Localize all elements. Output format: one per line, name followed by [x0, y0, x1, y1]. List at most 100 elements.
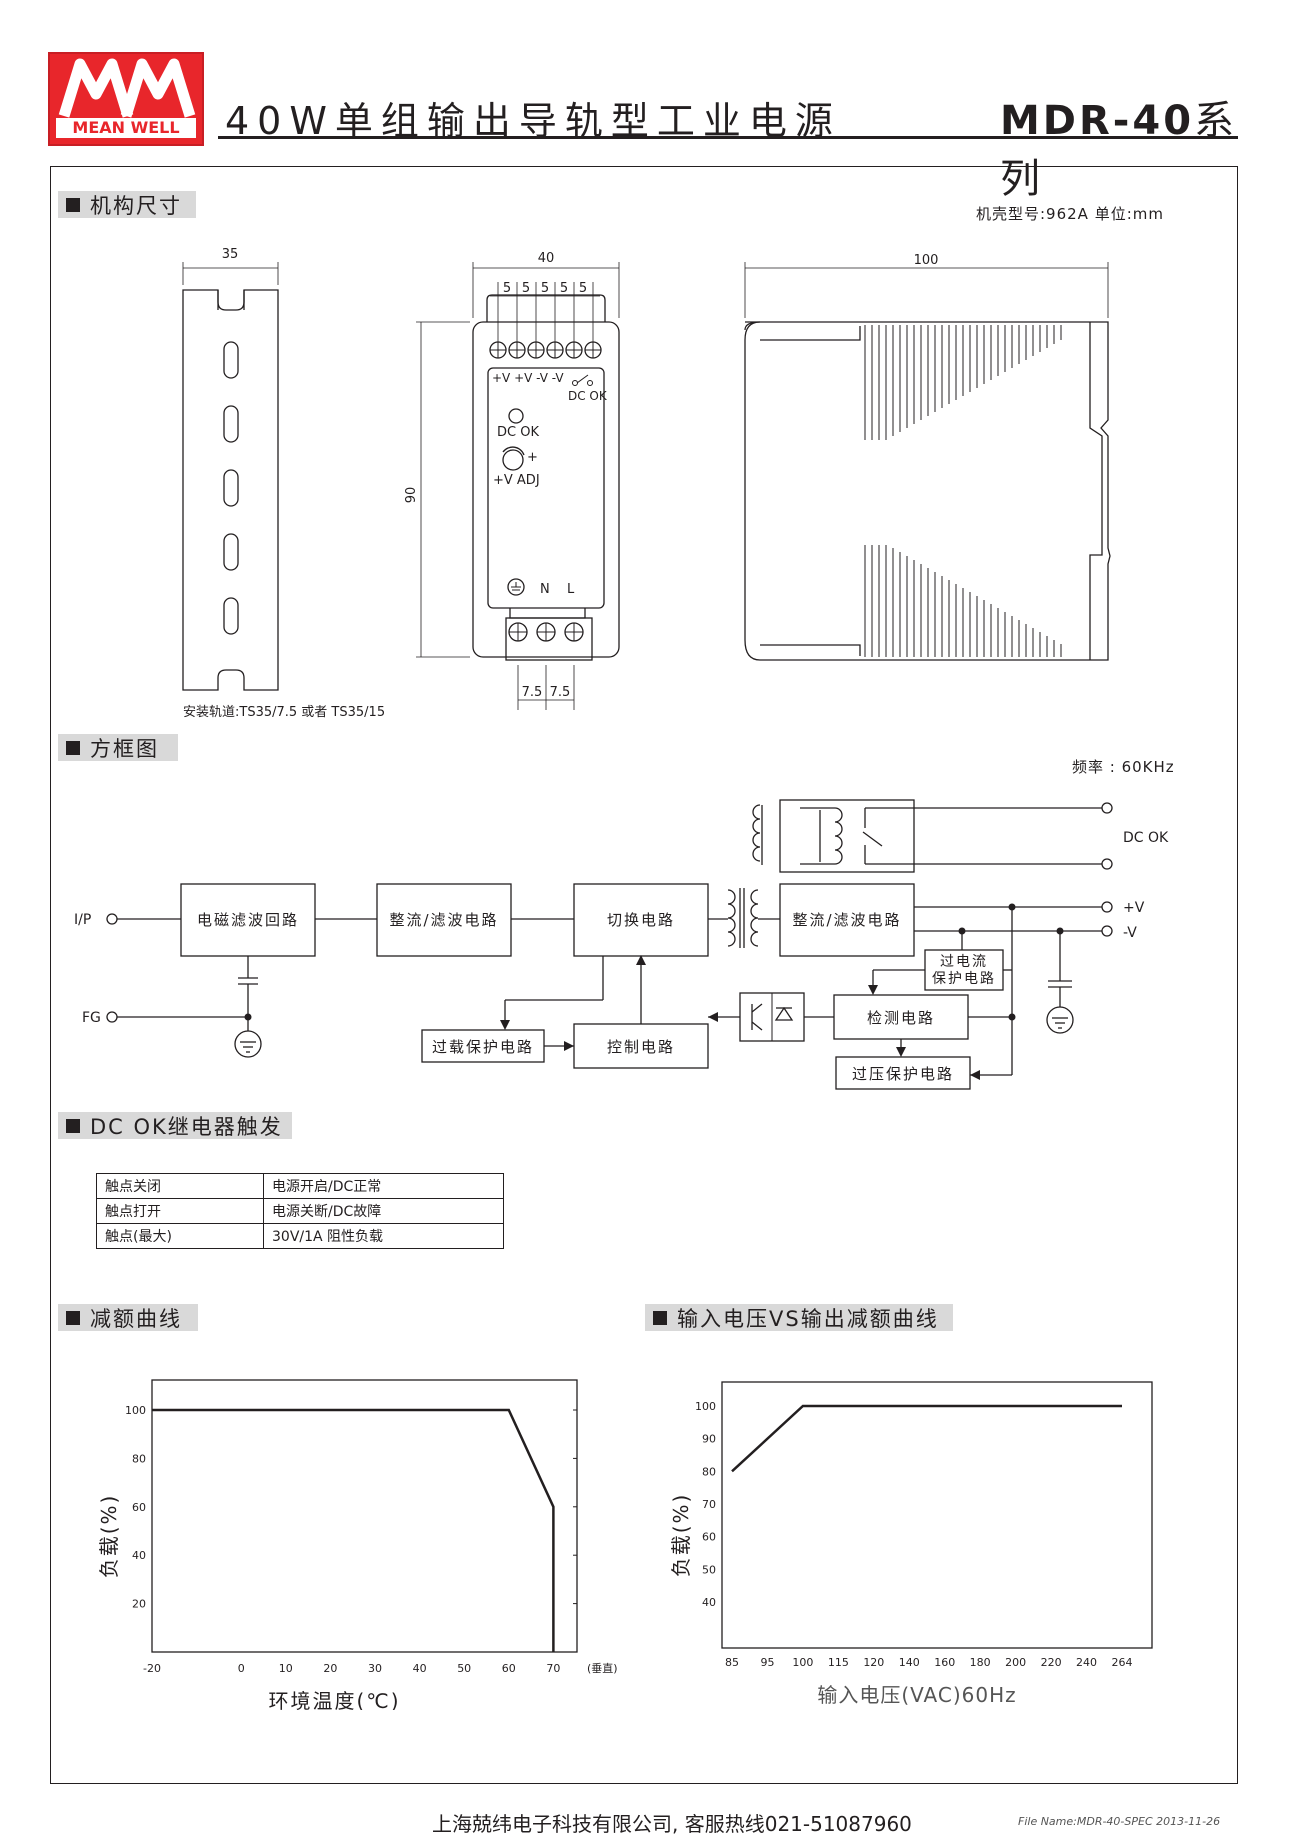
content-frame	[50, 166, 1238, 1784]
y-axis-label: 负载(%)	[97, 1494, 121, 1579]
y-tick-label: 60	[132, 1501, 146, 1514]
x-tick-label: 40	[413, 1662, 427, 1675]
rail-note: 安装轨道:TS35/7.5 或者 TS35/15	[183, 705, 386, 720]
n-label: N	[540, 582, 550, 597]
table-cell: 触点打开	[96, 1198, 264, 1224]
dim-100: 100	[914, 253, 939, 268]
dim-5e: 5	[579, 281, 587, 296]
y-tick-label: 60	[702, 1531, 716, 1544]
y-tick-label: 100	[125, 1404, 146, 1417]
table-cell: 电源开启/DC正常	[263, 1173, 504, 1199]
y-tick-label: 80	[702, 1465, 716, 1478]
x-unit-note: (垂直)	[587, 1661, 618, 1675]
label-fg: FG	[82, 1010, 101, 1026]
block-switch: 切换电路	[607, 911, 675, 929]
x-tick-label: 85	[725, 1656, 739, 1669]
block-olp: 过载保护电路	[432, 1038, 534, 1056]
frequency-note: 频率 : 60KHz	[1072, 758, 1175, 776]
x-axis-label: 环境温度(℃)	[268, 1689, 400, 1710]
y-tick-label: 40	[702, 1596, 716, 1609]
earth-icon	[511, 582, 521, 591]
dcok-led-label: DC OK	[497, 425, 539, 440]
dim-5c: 5	[541, 281, 549, 296]
series-line	[731, 1404, 1122, 1473]
footer-company: 上海兢纬电子科技有限公司, 客服热线021-51087960	[432, 1812, 912, 1836]
table-cell: 30V/1A 阻性负载	[263, 1223, 504, 1249]
x-tick-label: 100	[792, 1656, 813, 1669]
label-vminus: -V	[1123, 925, 1137, 941]
block-ovp: 过压保护电路	[852, 1065, 954, 1083]
case-note: 机壳型号:962A 单位:mm	[976, 205, 1164, 223]
page-title: 40W单组输出导轨型工业电源	[225, 99, 841, 143]
y-tick-label: 100	[695, 1400, 716, 1413]
relay-table: 触点关闭 电源开启/DC正常 触点打开 电源关断/DC故障 触点(最大) 30V…	[96, 1173, 504, 1249]
block-ocp-2: 保护电路	[932, 971, 996, 987]
x-tick-label: 120	[863, 1656, 884, 1669]
relay-switch-icon	[572, 374, 593, 386]
vadj-label: +V ADJ	[493, 473, 540, 488]
footer-file: File Name:MDR-40-SPEC 2013-11-26	[1018, 1815, 1221, 1828]
dim-5a: 5	[503, 281, 511, 296]
plot-frame	[721, 1381, 1153, 1649]
table-row: 触点打开 电源关断/DC故障	[96, 1198, 504, 1224]
x-tick-label: 220	[1041, 1656, 1062, 1669]
l-label: L	[567, 582, 575, 597]
logo-text: MEAN WELL	[56, 118, 196, 138]
x-tick-label: 95	[760, 1656, 774, 1669]
x-tick-label: 200	[1005, 1656, 1026, 1669]
x-tick-label: -20	[143, 1662, 161, 1675]
section-dc-ok: DC OK继电器触发	[58, 1112, 292, 1139]
dim-5d: 5	[560, 281, 568, 296]
x-tick-label: 10	[279, 1662, 293, 1675]
section-input-derating: 输入电压VS输出减额曲线	[645, 1304, 953, 1331]
section-block-diagram: 方框图	[58, 734, 178, 761]
terminal-labels: +V +V -V -V	[492, 371, 564, 385]
table-row: 触点关闭 电源开启/DC正常	[96, 1173, 504, 1199]
x-tick-label: 264	[1112, 1656, 1133, 1669]
vadj-plus: +	[527, 450, 538, 465]
x-tick-label: 140	[899, 1656, 920, 1669]
dim-7-5b: 7.5	[550, 685, 571, 700]
y-tick-label: 20	[132, 1598, 146, 1611]
input-derating-chart: 40 50 60 70 80 90 100 85 95 100 115 120 140 160 180 200…	[669, 1381, 1153, 1707]
y-tick-label: 90	[702, 1433, 716, 1446]
x-tick-label: 240	[1076, 1656, 1097, 1669]
dim-90: 90	[404, 487, 419, 504]
plot-frame	[151, 1379, 578, 1653]
y-tick-label: 80	[132, 1452, 146, 1465]
x-axis-label: 输入电压(VAC)60Hz	[817, 1683, 1016, 1707]
dim-5b: 5	[522, 281, 530, 296]
block-rect2: 整流/滤波电路	[792, 911, 901, 929]
x-tick-label: 50	[457, 1662, 471, 1675]
table-row: 触点(最大) 30V/1A 阻性负载	[96, 1223, 504, 1249]
section-derating: 减额曲线	[58, 1304, 198, 1331]
x-tick-label: 180	[970, 1656, 991, 1669]
table-cell: 电源关断/DC故障	[263, 1198, 504, 1224]
section-mechanical: 机构尺寸	[58, 191, 196, 218]
x-tick-label: 30	[368, 1662, 382, 1675]
mw-logo-icon	[58, 58, 196, 118]
label-vplus: +V	[1123, 900, 1145, 916]
y-tick-label: 40	[132, 1549, 146, 1562]
dcok-top-label: DC OK	[568, 389, 608, 403]
label-dc-ok: DC OK	[1123, 830, 1169, 846]
table-cell: 触点关闭	[96, 1173, 264, 1199]
table-cell: 触点(最大)	[96, 1223, 264, 1249]
block-control: 控制电路	[607, 1038, 675, 1056]
y-axis-label: 负载(%)	[669, 1493, 693, 1578]
block-emi: 电磁滤波回路	[197, 911, 299, 929]
x-tick-label: 70	[546, 1662, 560, 1675]
x-tick-label: 20	[323, 1662, 337, 1675]
block-detect: 检测电路	[867, 1009, 935, 1027]
y-tick-label: 70	[702, 1498, 716, 1511]
dim-7-5a: 7.5	[522, 685, 543, 700]
dim-40: 40	[538, 251, 555, 266]
x-tick-label: 115	[828, 1656, 849, 1669]
x-tick-label: 160	[934, 1656, 955, 1669]
label-ip: I/P	[74, 912, 91, 928]
x-tick-label: 60	[502, 1662, 516, 1675]
header-rule	[218, 136, 1238, 139]
y-tick-label: 50	[702, 1563, 716, 1576]
